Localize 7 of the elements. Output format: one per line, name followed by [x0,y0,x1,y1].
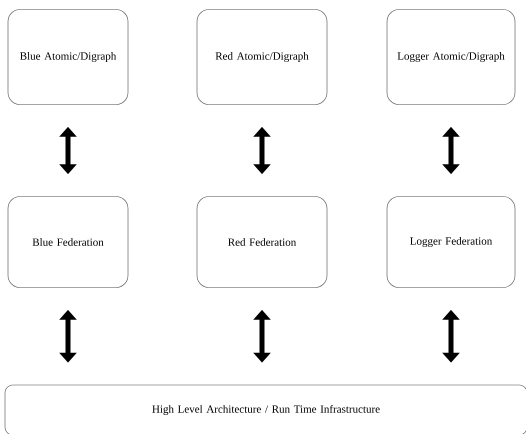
process-box: Logger Federation [386,196,516,288]
process-box: Red Federation [196,196,328,288]
process-box: Red Atomic/Digraph [196,9,328,105]
process-box: High Level Architecture / Run Time Infrastructure [4,384,526,434]
process-box: Blue Atomic/Digraph [8,9,128,105]
process-box: Logger Atomic/Digraph [386,9,516,105]
process-box: Blue Federation [8,196,128,288]
